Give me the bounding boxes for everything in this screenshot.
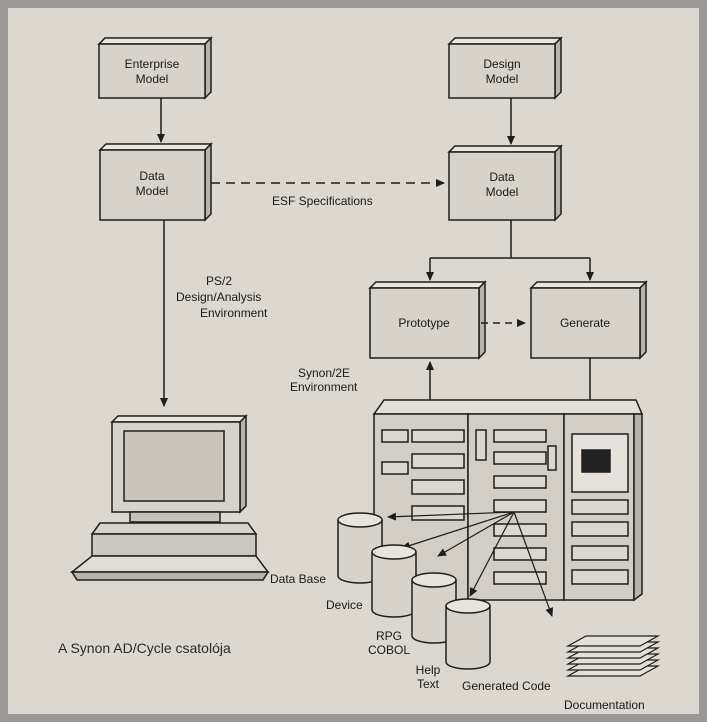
ps2-environment-label: PS/2 Design/Analysis Environment bbox=[176, 274, 268, 320]
svg-text:Environment: Environment bbox=[290, 380, 358, 394]
connectors bbox=[157, 98, 594, 411]
svg-text:Synon/2E: Synon/2E bbox=[298, 366, 350, 380]
enterprise-model-label-1: Enterprise bbox=[125, 57, 180, 71]
data-base-label: Data Base bbox=[270, 572, 326, 586]
prototype-label: Prototype bbox=[398, 316, 450, 330]
esf-specifications-label: ESF Specifications bbox=[272, 194, 373, 208]
database-cylinder-icon bbox=[337, 512, 383, 584]
design-model-label-2: Model bbox=[486, 72, 519, 86]
rpg-label: RPG bbox=[376, 629, 402, 643]
generate-box: Generate bbox=[529, 280, 648, 360]
enterprise-model-label-2: Model bbox=[136, 72, 169, 86]
data-model-right-label-1: Data bbox=[489, 170, 515, 184]
svg-text:Environment: Environment bbox=[200, 306, 268, 320]
terminal-screen bbox=[581, 449, 611, 473]
generate-label: Generate bbox=[560, 316, 610, 330]
data-model-right-box: Data Model bbox=[447, 144, 563, 222]
text-label: Text bbox=[417, 677, 440, 691]
generated-code-label: Generated Code bbox=[462, 679, 551, 693]
enterprise-model-box: Enterprise Model bbox=[97, 36, 213, 100]
design-model-label-1: Design bbox=[483, 57, 520, 71]
ps2-computer-icon bbox=[69, 414, 270, 581]
synon-environment-label: Synon/2E Environment bbox=[290, 366, 358, 394]
design-model-box: Design Model bbox=[447, 36, 563, 100]
documentation-label: Documentation bbox=[564, 698, 645, 712]
data-model-left-box: Data Model bbox=[98, 142, 213, 222]
figure-caption: A Synon AD/Cycle csatolója bbox=[58, 640, 231, 656]
output-arrows bbox=[387, 511, 554, 617]
documentation-stack-icon bbox=[565, 635, 661, 677]
data-model-left-label-1: Data bbox=[139, 169, 165, 183]
device-cylinder-icon bbox=[371, 544, 417, 618]
cobol-label: COBOL bbox=[368, 643, 410, 657]
data-model-left-label-2: Model bbox=[136, 184, 169, 198]
svg-text:Design/Analysis: Design/Analysis bbox=[176, 290, 261, 304]
help-label: Help bbox=[416, 663, 441, 677]
prototype-box: Prototype bbox=[368, 280, 487, 360]
rpg-cobol-cylinder-icon bbox=[411, 572, 457, 644]
svg-text:PS/2: PS/2 bbox=[206, 274, 232, 288]
help-text-cylinder-icon bbox=[445, 598, 491, 670]
data-model-right-label-2: Model bbox=[486, 185, 519, 199]
device-label: Device bbox=[326, 598, 363, 612]
